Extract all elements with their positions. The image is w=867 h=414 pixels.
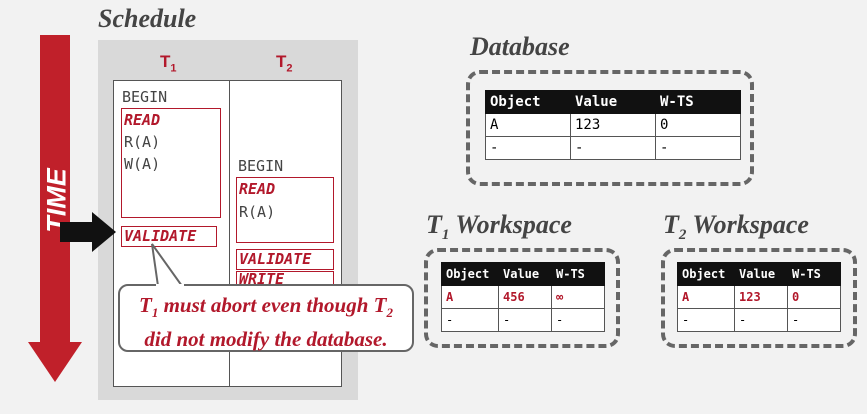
t1-begin: BEGIN	[122, 88, 168, 106]
t2-validate-label: VALIDATE	[239, 250, 312, 268]
t2-read-label: READ	[239, 180, 276, 198]
database-header-2: W-TS	[655, 90, 741, 114]
t1-validate-box	[121, 226, 217, 247]
table-cell: -	[498, 308, 552, 332]
table-cell: -	[677, 308, 735, 332]
table-cell: A	[441, 285, 499, 309]
table-cell: -	[551, 308, 605, 332]
table-cell: 0	[655, 113, 741, 137]
callout-box	[118, 284, 414, 352]
t2-validate-box	[236, 249, 334, 270]
t1-read-phase-box	[121, 108, 221, 218]
t2-read-phase-box	[236, 177, 334, 243]
t2-write-label: WRITE	[239, 270, 285, 287]
table-row: ---	[441, 308, 605, 332]
schedule-title: Schedule	[98, 4, 197, 33]
t1-header: T1	[160, 52, 177, 75]
database-title: Database	[470, 32, 570, 61]
t1_workspace-header-0: Object	[441, 262, 499, 286]
t1-workspace-box	[424, 248, 620, 348]
t1-workspace-title: T1 Workspace	[426, 210, 572, 244]
database-header-0: Object	[485, 90, 571, 114]
table-cell: -	[787, 308, 841, 332]
table-cell: -	[485, 136, 571, 160]
pointer-arrow-shaft	[60, 222, 96, 242]
t1-write-a: W(A)	[124, 155, 161, 173]
table-cell: -	[570, 136, 656, 160]
callout-text: T1 must abort even though T2 did not mod…	[139, 293, 393, 352]
database-header-1: Value	[570, 90, 656, 114]
table-row: ---	[677, 308, 841, 332]
table-cell: -	[734, 308, 788, 332]
table-cell: 123	[734, 285, 788, 309]
table-cell: A	[485, 113, 571, 137]
table-cell: -	[441, 308, 499, 332]
t2_workspace-header-1: Value	[734, 262, 788, 286]
t2_workspace-header-2: W-TS	[787, 262, 841, 286]
table-row: ---	[485, 136, 741, 160]
t2-header: T2	[276, 52, 293, 75]
column-divider	[229, 80, 230, 387]
t2-read-a: R(A)	[239, 203, 276, 221]
t2-begin: BEGIN	[238, 157, 284, 175]
t2_workspace-header-0: Object	[677, 262, 735, 286]
pointer-arrow-head	[92, 212, 116, 252]
t1_workspace-header-2: W-TS	[551, 262, 605, 286]
t1-read-label: READ	[124, 111, 161, 129]
table-cell: A	[677, 285, 735, 309]
table-cell: ∞	[551, 285, 605, 309]
time-arrow-shaft	[40, 35, 70, 345]
t1_workspace-header-1: Value	[498, 262, 552, 286]
table-cell: -	[655, 136, 741, 160]
t1-validate-label: VALIDATE	[124, 227, 197, 245]
t2-workspace-title: T2 Workspace	[663, 210, 809, 244]
database-box	[466, 70, 754, 186]
table-cell: 0	[787, 285, 841, 309]
time-arrow-head	[28, 342, 82, 382]
t2-workspace-box	[661, 248, 857, 348]
t1-read-a: R(A)	[124, 133, 161, 151]
table-cell: 456	[498, 285, 552, 309]
table-cell: 123	[570, 113, 656, 137]
